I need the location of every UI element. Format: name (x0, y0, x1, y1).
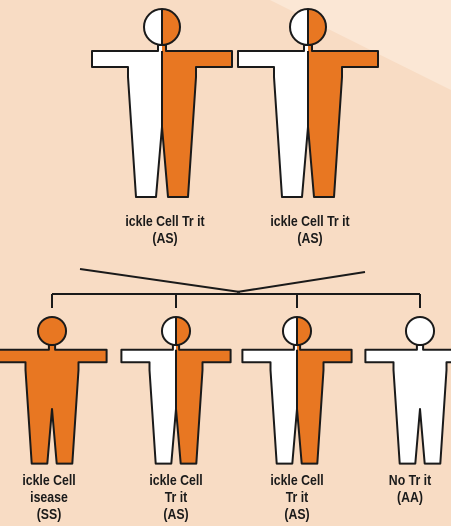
child-4-label-line2: (AA) (397, 489, 423, 506)
child-3-label-line3: (AS) (284, 506, 310, 523)
child-1-body-outline (0, 344, 108, 465)
child-1-label-line3: (SS) (36, 506, 62, 523)
child-4-head-fill (405, 316, 435, 346)
child-4-figure (364, 315, 451, 465)
parent-left-head-right (162, 9, 180, 45)
child-3-label-line2: Tr it (285, 489, 309, 506)
child-4-label: No Tr it (AA) (377, 472, 443, 506)
child-3-body-outline (241, 344, 353, 465)
parent-right-body-outline (237, 44, 379, 198)
child-2-label-line3: (AS) (163, 506, 189, 523)
cross-line-left (79, 268, 241, 293)
child-1-head-fill (37, 316, 67, 346)
child-2-head-right (176, 316, 191, 346)
child-1-label-line2: isease (30, 489, 68, 506)
inheritance-connectors (51, 268, 421, 308)
child-1-label-line1: ickle Cell (22, 472, 76, 489)
parent-right-figure (237, 8, 379, 198)
parent-right-body-right (308, 45, 378, 197)
child-1-label: ickle Cell isease (SS) (9, 472, 89, 523)
parent-right-label-line2: (AS) (297, 230, 323, 247)
parent-left-figure (91, 8, 233, 198)
child-4-label-line1: No Tr it (388, 472, 432, 489)
child-1-figure (0, 315, 108, 465)
child-2-body-outline (120, 344, 232, 465)
child-2-figure (120, 315, 232, 465)
parent-left-body-outline (91, 44, 233, 198)
parent-left-label-line1: ickle Cell Tr it (125, 213, 205, 230)
child-3-body-right (297, 345, 352, 464)
parent-right-label-line1: ickle Cell Tr it (270, 213, 350, 230)
parent-right-label: ickle Cell Tr it (AS) (249, 213, 372, 247)
cross-line-right (236, 271, 366, 293)
child-3-label: ickle Cell Tr it (AS) (256, 472, 338, 523)
child-2-label-line1: ickle Cell (149, 472, 203, 489)
child-2-body-right (176, 345, 231, 464)
child-2-label: ickle Cell Tr it (AS) (135, 472, 217, 523)
child-3-label-line1: ickle Cell (270, 472, 324, 489)
child-1-head-outline (36, 315, 68, 347)
child-4-body-outline (364, 344, 451, 465)
parent-left-label-line2: (AS) (152, 230, 178, 247)
child-3-figure (241, 315, 353, 465)
child-2-label-line2: Tr it (164, 489, 188, 506)
child-4-body-fill (365, 345, 451, 464)
parent-right-head-right (308, 9, 326, 45)
child-3-head-right (297, 316, 312, 346)
parent-left-body-right (162, 45, 232, 197)
parent-left-label: ickle Cell Tr it (AS) (104, 213, 227, 247)
child-4-head-outline (404, 315, 436, 347)
